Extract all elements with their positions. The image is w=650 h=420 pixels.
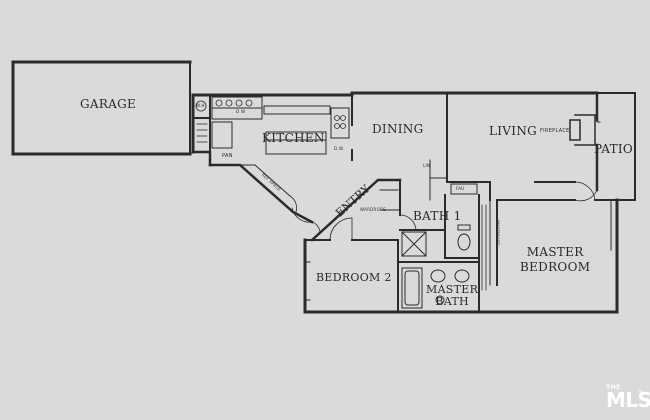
kitchen-dw-label: D W bbox=[236, 109, 246, 114]
entry-wardrobe-label: WARDROBE bbox=[360, 207, 386, 212]
master-bedroom-line2: BEDROOM bbox=[520, 260, 591, 274]
fireplace-unit bbox=[569, 114, 596, 146]
watermark-the: THE bbox=[606, 384, 621, 391]
stove-burners bbox=[215, 99, 346, 129]
watermark-mls: MLS bbox=[606, 388, 650, 412]
bath-fixtures bbox=[401, 224, 471, 309]
linen-label: LIN bbox=[423, 163, 431, 168]
watermark-registered: ® bbox=[638, 390, 643, 396]
patio-label: PATIO bbox=[594, 142, 634, 156]
pantry-label: PAN bbox=[222, 153, 233, 159]
fireplace-label: FIREPLACE bbox=[540, 128, 570, 134]
mls-watermark-logo: THE MLS ® bbox=[604, 384, 650, 412]
kitchen-counters bbox=[211, 96, 350, 197]
garage-walls bbox=[11, 60, 192, 156]
master-bath-line1: MASTER bbox=[426, 283, 479, 296]
entry-wardrobe-outline bbox=[377, 159, 448, 211]
bath1-label: BATH 1 bbox=[413, 209, 462, 223]
living-label: LIVING bbox=[489, 124, 538, 138]
fau-label: FAU bbox=[456, 186, 465, 191]
fau-box bbox=[450, 183, 478, 195]
windows bbox=[304, 121, 612, 301]
dining-label: DINING bbox=[372, 122, 424, 136]
bedroom2-label: BEDROOM 2 bbox=[316, 271, 392, 284]
water-heater-label: W.H bbox=[196, 103, 205, 108]
door-swings bbox=[289, 181, 598, 241]
utility-stairs bbox=[195, 100, 208, 143]
dishwasher-label: D.W. bbox=[334, 146, 345, 151]
master-wardrobe-label: WARDROBE bbox=[495, 220, 500, 246]
kitchen-label: KITCHEN bbox=[262, 131, 325, 145]
master-bedroom-label: MASTER BEDROOM bbox=[520, 245, 590, 275]
garage-label: GARAGE bbox=[80, 97, 137, 111]
master-wardrobe-outline bbox=[481, 204, 487, 291]
master-bath-line2: BATH bbox=[435, 295, 469, 308]
master-bedroom-line1: MASTER bbox=[526, 245, 584, 259]
master-bath-label: MASTER BATH bbox=[426, 284, 478, 308]
